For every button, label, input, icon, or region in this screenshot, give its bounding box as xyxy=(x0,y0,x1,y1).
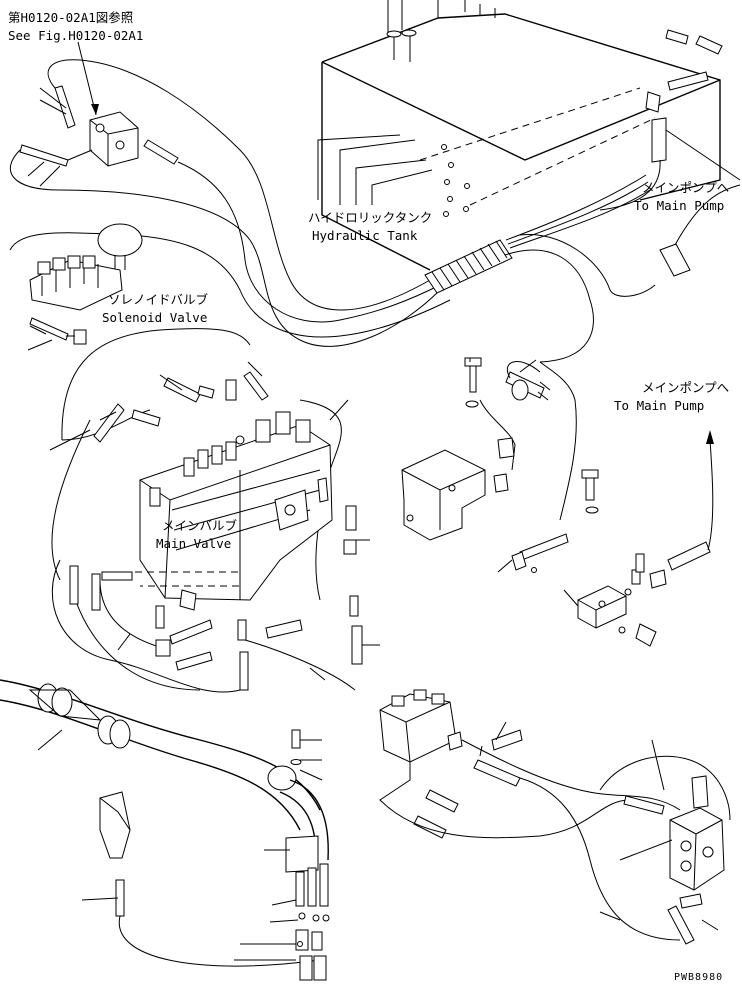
tank-label-en: Hydraulic Tank xyxy=(312,228,418,243)
solenoid-valve xyxy=(29,223,143,345)
drawing-number: PWB8980 xyxy=(674,972,723,983)
main-pump-label-1-jp: メインポンプへ xyxy=(642,180,729,195)
lower-right-control-valve xyxy=(379,689,731,945)
pilot-valve-upper xyxy=(19,85,179,167)
hose-sleeve xyxy=(424,174,651,363)
hydraulic-tank xyxy=(317,0,721,271)
leader-lines xyxy=(27,87,719,961)
upper-hose-bundle xyxy=(9,59,451,347)
solenoid-label-en: Solenoid Valve xyxy=(102,310,207,325)
lower-left-pipes xyxy=(0,679,329,967)
main-pump-label-2-en: To Main Pump xyxy=(614,398,704,413)
main-valve-hose-loop xyxy=(51,328,356,693)
main-valve-label-jp: メインバルブ xyxy=(162,518,238,533)
main-valve xyxy=(139,411,333,611)
main-pump-label-2-jp: メインポンプへ xyxy=(642,380,729,395)
solenoid-label-jp: ソレノイドバルブ xyxy=(108,292,209,307)
ref-note-en: See Fig.H0120-02A1 xyxy=(8,28,143,43)
bracket-assembly xyxy=(401,357,545,541)
main-valve-dash xyxy=(135,571,241,587)
tank-port-holes xyxy=(441,144,470,217)
manifold-block xyxy=(511,361,714,647)
top-right-fittings xyxy=(519,29,741,297)
ref-leader xyxy=(77,41,97,116)
tank-label-jp: ハイドロリックタンク xyxy=(308,210,432,225)
lower-fittings-cluster xyxy=(290,729,330,981)
main-pump-label-1-en: To Main Pump xyxy=(634,198,724,213)
ref-note-jp: 第H0120-02A1図参照 xyxy=(8,10,133,25)
main-valve-label-en: Main Valve xyxy=(156,536,231,551)
